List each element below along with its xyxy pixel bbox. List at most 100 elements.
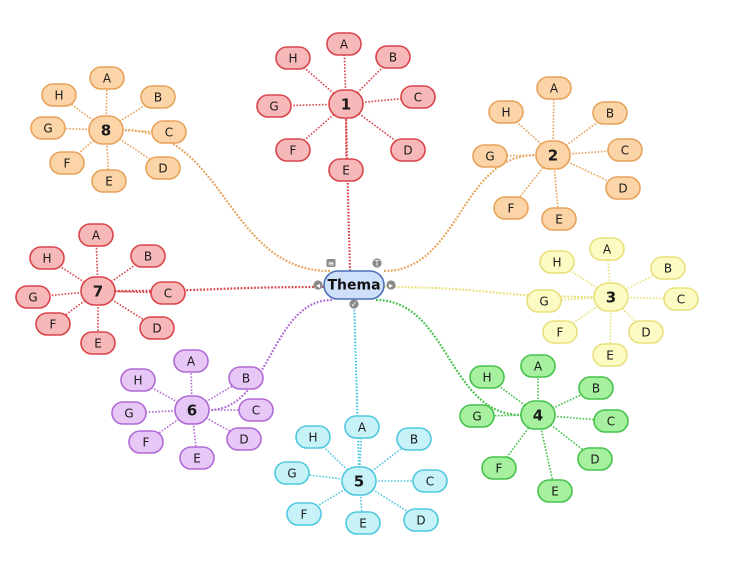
branch-node-3[interactable]: 3 bbox=[593, 282, 629, 312]
node-1-b[interactable]: B bbox=[375, 45, 411, 69]
node-3-d[interactable]: D bbox=[628, 320, 664, 344]
node-8-f-shape bbox=[49, 151, 85, 175]
node-1-h[interactable]: H bbox=[275, 46, 311, 70]
node-7-h[interactable]: H bbox=[29, 246, 65, 270]
node-8-d-label: D bbox=[158, 162, 167, 176]
root-node-shape bbox=[323, 270, 385, 300]
node-7-a[interactable]: A bbox=[78, 223, 114, 247]
node-8-d[interactable]: D bbox=[145, 156, 181, 180]
node-3-g-label: G bbox=[539, 295, 548, 309]
node-2-e[interactable]: E bbox=[541, 207, 577, 231]
node-2-a-label: A bbox=[550, 82, 559, 96]
node-3-g[interactable]: G bbox=[526, 289, 562, 313]
node-1-f[interactable]: F bbox=[275, 138, 311, 162]
notes-icon[interactable]: ≡ bbox=[326, 259, 336, 268]
node-1-e[interactable]: E bbox=[328, 158, 364, 182]
node-7-f[interactable]: F bbox=[35, 312, 71, 336]
node-4-f[interactable]: F bbox=[481, 456, 517, 480]
node-1-e-label: E bbox=[342, 164, 350, 178]
node-6-f[interactable]: F bbox=[128, 430, 164, 454]
node-4-h[interactable]: H bbox=[469, 365, 505, 389]
connector-root-branch-7 bbox=[114, 285, 325, 293]
node-3-e-shape bbox=[592, 343, 628, 367]
node-1-h-shape bbox=[275, 46, 311, 70]
node-6-d[interactable]: D bbox=[226, 427, 262, 451]
task-icon[interactable]: T bbox=[372, 258, 382, 268]
node-6-a[interactable]: A bbox=[173, 349, 209, 373]
node-8-h[interactable]: H bbox=[41, 83, 77, 107]
node-5-b-shape bbox=[396, 427, 432, 451]
node-6-e[interactable]: E bbox=[179, 446, 215, 470]
node-7-d[interactable]: D bbox=[139, 316, 175, 340]
branch-node-8[interactable]: 8 bbox=[88, 115, 124, 145]
node-7-c[interactable]: C bbox=[150, 281, 186, 305]
node-5-b[interactable]: B bbox=[396, 427, 432, 451]
node-3-a[interactable]: A bbox=[589, 237, 625, 261]
check-icon[interactable]: ✓ bbox=[349, 299, 359, 309]
node-7-g-shape bbox=[15, 285, 51, 309]
node-1-g[interactable]: G bbox=[256, 94, 292, 118]
node-2-f[interactable]: F bbox=[493, 196, 529, 220]
collapse-left-icon-glyph: ◂ bbox=[316, 281, 320, 290]
node-5-g[interactable]: G bbox=[274, 461, 310, 485]
node-6-h[interactable]: H bbox=[120, 368, 156, 392]
node-4-b[interactable]: B bbox=[578, 376, 614, 400]
branch-node-2[interactable]: 2 bbox=[535, 140, 571, 170]
node-1-a[interactable]: A bbox=[326, 32, 362, 56]
node-3-b[interactable]: B bbox=[650, 256, 686, 280]
branch-node-7[interactable]: 7 bbox=[80, 276, 116, 306]
node-2-d[interactable]: D bbox=[605, 176, 641, 200]
node-4-a[interactable]: A bbox=[520, 354, 556, 378]
root-node[interactable]: Thema bbox=[323, 270, 385, 300]
collapse-left-icon[interactable]: ◂ bbox=[313, 280, 323, 290]
node-5-e[interactable]: E bbox=[345, 511, 381, 535]
node-3-h[interactable]: H bbox=[539, 250, 575, 274]
node-8-h-label: H bbox=[54, 89, 63, 103]
node-2-g[interactable]: G bbox=[472, 144, 508, 168]
node-1-d[interactable]: D bbox=[390, 138, 426, 162]
node-7-g[interactable]: G bbox=[15, 285, 51, 309]
node-8-a[interactable]: A bbox=[89, 66, 125, 90]
node-1-c[interactable]: C bbox=[400, 85, 436, 109]
node-8-g[interactable]: G bbox=[30, 116, 66, 140]
node-5-a[interactable]: A bbox=[344, 415, 380, 439]
node-5-f[interactable]: F bbox=[286, 502, 322, 526]
node-8-f[interactable]: F bbox=[49, 151, 85, 175]
collapse-right-icon[interactable]: ▸ bbox=[386, 280, 396, 290]
branch-node-5-label: 5 bbox=[354, 473, 364, 491]
branch-node-1[interactable]: 1 bbox=[328, 89, 364, 119]
branch-node-6[interactable]: 6 bbox=[174, 395, 210, 425]
node-6-c[interactable]: C bbox=[238, 398, 274, 422]
node-8-g-shape bbox=[30, 116, 66, 140]
node-4-e[interactable]: E bbox=[537, 479, 573, 503]
node-4-d[interactable]: D bbox=[577, 447, 613, 471]
node-7-c-label: C bbox=[164, 287, 172, 301]
branch-node-4[interactable]: 4 bbox=[520, 400, 556, 430]
branch-node-5[interactable]: 5 bbox=[341, 466, 377, 496]
node-3-c[interactable]: C bbox=[663, 287, 699, 311]
node-7-e[interactable]: E bbox=[80, 331, 116, 355]
node-6-h-label: H bbox=[133, 374, 142, 388]
node-3-e[interactable]: E bbox=[592, 343, 628, 367]
node-3-f[interactable]: F bbox=[542, 320, 578, 344]
node-2-c[interactable]: C bbox=[607, 138, 643, 162]
node-8-b[interactable]: B bbox=[140, 85, 176, 109]
node-2-h[interactable]: H bbox=[488, 100, 524, 124]
node-7-b[interactable]: B bbox=[130, 244, 166, 268]
node-5-f-shape bbox=[286, 502, 322, 526]
node-6-e-shape bbox=[179, 446, 215, 470]
node-4-g[interactable]: G bbox=[459, 404, 495, 428]
node-2-a[interactable]: A bbox=[536, 76, 572, 100]
node-5-h[interactable]: H bbox=[295, 425, 331, 449]
node-8-c[interactable]: C bbox=[151, 120, 187, 144]
node-6-g[interactable]: G bbox=[111, 401, 147, 425]
node-layer: ABCDEFGH1ABCDEFGH2ABCDEFGH3ABCDEFGH4ABCD… bbox=[15, 32, 699, 535]
connector-branch-1-C bbox=[345, 96, 419, 105]
node-2-b[interactable]: B bbox=[592, 101, 628, 125]
node-8-e[interactable]: E bbox=[91, 169, 127, 193]
node-4-c[interactable]: C bbox=[593, 409, 629, 433]
node-6-b[interactable]: B bbox=[228, 366, 264, 390]
node-6-d-shape bbox=[226, 427, 262, 451]
node-5-c[interactable]: C bbox=[412, 469, 448, 493]
node-5-d[interactable]: D bbox=[403, 508, 439, 532]
